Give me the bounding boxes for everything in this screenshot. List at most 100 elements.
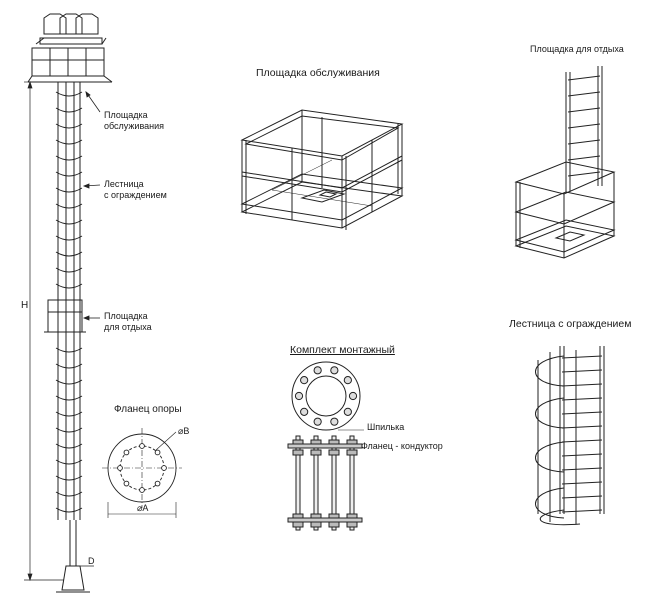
kit-title: Комплект монтажный — [290, 344, 395, 356]
cage-hoop — [55, 491, 83, 497]
flange-hole — [300, 407, 309, 416]
flange-hole — [294, 391, 304, 401]
rung — [561, 411, 603, 415]
stud-rod — [349, 435, 355, 531]
bolt-hole — [123, 480, 130, 487]
kit-stud-label: Шпилька — [367, 422, 405, 432]
rung — [561, 453, 603, 457]
callout-ladder-2: с ограждением — [104, 190, 167, 200]
bolt-hole — [161, 465, 167, 471]
cage-hoop — [55, 155, 83, 161]
rung — [567, 123, 601, 129]
bolt-hole — [139, 443, 145, 449]
rung — [561, 383, 603, 387]
rung — [567, 75, 601, 81]
stud-nut — [310, 521, 322, 528]
hoop — [535, 441, 565, 473]
mast-base — [56, 520, 90, 593]
cage-hoop — [55, 475, 83, 481]
rung — [561, 509, 603, 513]
ladder-cage-hoops — [535, 355, 603, 526]
stud-flange-plate — [287, 517, 363, 523]
rung — [561, 495, 603, 499]
hoop — [535, 487, 565, 519]
cage-hoop — [55, 427, 83, 433]
stud-rod — [313, 435, 319, 531]
flange-bolt-holes — [117, 443, 167, 493]
cage-hoop — [55, 107, 83, 113]
ladder-title: Лестница с ограждением — [509, 318, 632, 330]
stud-rod — [331, 435, 337, 531]
flange-dim-b: ⌀B — [178, 426, 190, 436]
rung — [567, 91, 601, 97]
stud-nut — [346, 521, 358, 528]
cage-hoop — [55, 459, 83, 465]
mast-ladder-cage — [55, 82, 83, 520]
kit-flange-holes — [294, 366, 358, 426]
stud-nut — [346, 449, 358, 456]
flange-drawing — [102, 428, 182, 518]
flange-hole — [330, 366, 339, 375]
kit-drawing — [287, 361, 364, 531]
stud-nut — [328, 521, 340, 528]
rung — [567, 107, 601, 113]
hoop — [535, 397, 565, 429]
callout-rest-platform-2: для отдыха — [104, 322, 152, 332]
flange-hole — [300, 376, 309, 385]
cage-hoop — [55, 379, 83, 385]
cage-hoop — [55, 507, 83, 513]
kit-flange-label: Фланец - кондуктор — [361, 441, 443, 451]
rung — [561, 355, 603, 359]
cage-hoop — [55, 235, 83, 241]
mast-service-platform — [27, 47, 113, 83]
bolt-hole — [139, 487, 145, 493]
height-dim-label: H — [21, 300, 29, 311]
flange-title: Фланец опоры — [114, 404, 182, 415]
cage-hoop — [55, 267, 83, 273]
kit-studs — [287, 435, 363, 531]
rung — [561, 397, 603, 401]
rest-platform-title: Площадка для отдыха — [530, 44, 624, 54]
ladder-cage-drawing — [535, 346, 605, 526]
flange-hole — [313, 366, 322, 375]
flange-hole — [330, 417, 339, 426]
flange-dim-a: ⌀A — [137, 503, 149, 513]
cage-hoop — [55, 363, 83, 369]
rest-platform-drawing — [514, 66, 616, 259]
rung — [561, 467, 603, 471]
lamp-cluster — [35, 13, 107, 45]
stud-nut — [292, 449, 304, 456]
cage-hoop — [55, 283, 83, 289]
cage-hoop — [55, 411, 83, 417]
hoop — [540, 509, 581, 526]
stud-rod — [295, 435, 301, 531]
rung — [567, 155, 601, 161]
cage-hoop — [55, 187, 83, 193]
cage-hoop — [55, 171, 83, 177]
cage-hoop — [55, 139, 83, 145]
bolt-hole — [154, 449, 161, 456]
rung — [561, 481, 603, 485]
hoop — [535, 355, 565, 387]
callout-service-platform-1: Площадка — [104, 110, 148, 120]
rung — [567, 171, 601, 177]
flange-hole — [313, 417, 322, 426]
flange-hole — [343, 407, 352, 416]
rest-ladder-rungs — [567, 75, 601, 177]
cage-hoop — [55, 203, 83, 209]
mast-rest-platform — [44, 299, 86, 333]
bolt-hole — [123, 449, 130, 456]
service-platform-title: Площадка обслуживания — [256, 67, 380, 79]
stud-nut — [310, 449, 322, 456]
cage-hoop — [55, 395, 83, 401]
cage-hoop — [55, 123, 83, 129]
rung — [561, 425, 603, 429]
cage-hoop — [55, 91, 83, 97]
callout-rest-platform-1: Площадка — [104, 311, 148, 321]
rung — [567, 139, 601, 145]
cage-hoop — [55, 251, 83, 257]
bolt-hole — [117, 465, 123, 471]
rung — [561, 369, 603, 373]
